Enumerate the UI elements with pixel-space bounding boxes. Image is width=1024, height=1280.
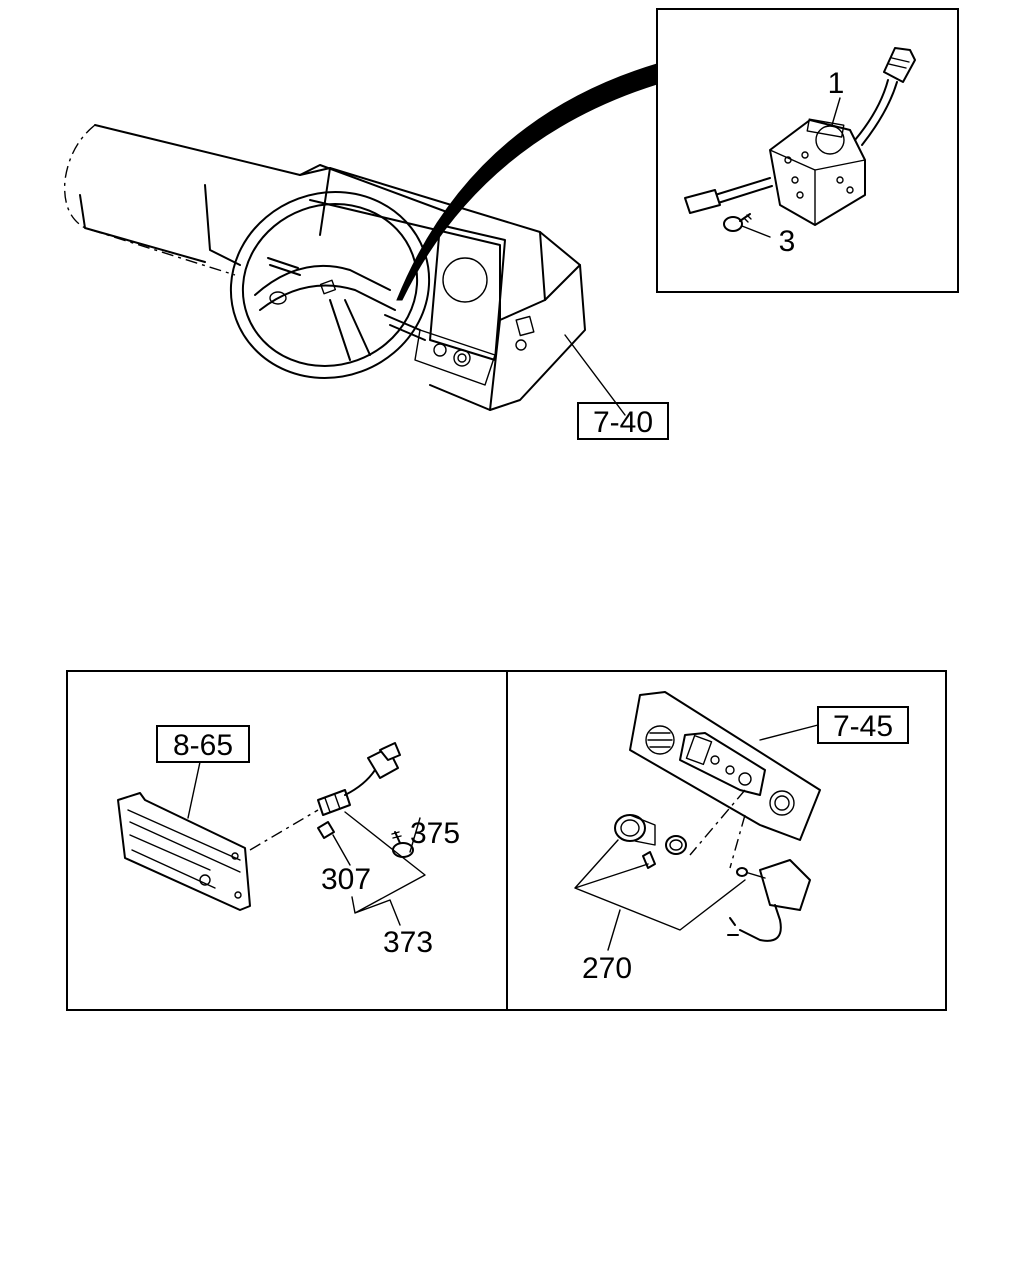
leader-7-45	[759, 724, 819, 741]
dash-switch-panel-illustration	[614, 691, 821, 942]
callout-1: 1	[828, 67, 845, 100]
leader-307	[332, 834, 351, 866]
ref-box-8-65	[156, 725, 250, 763]
detail-connector-band	[396, 63, 658, 301]
combination-switch-illustration	[684, 47, 916, 232]
callout-270: 270	[582, 952, 632, 985]
dashboard-illustration	[63, 124, 586, 411]
callout-375: 375	[410, 817, 460, 850]
leader-7-40	[564, 334, 626, 416]
dash-line-right-2	[729, 814, 746, 869]
leader-1	[831, 97, 841, 126]
callout-373: 373	[383, 926, 433, 959]
dash-line-right-1	[689, 789, 746, 856]
callout-3: 3	[779, 225, 796, 258]
leader-8-65	[187, 761, 201, 819]
sensor-connector-illustration	[317, 742, 414, 858]
leader-3	[741, 225, 771, 238]
leader-375	[409, 817, 421, 853]
dash-line-sensor	[249, 809, 319, 851]
leader-373	[344, 811, 426, 926]
ref-label-7-40: 7-40	[593, 406, 653, 439]
inset-frame	[656, 8, 959, 293]
callout-307: 307	[321, 863, 371, 896]
heater-control-panel-illustration	[117, 792, 251, 911]
ref-label-7-45: 7-45	[833, 710, 893, 743]
leader-270	[574, 839, 746, 951]
ref-box-7-40	[577, 402, 669, 440]
ref-label-8-65: 8-65	[173, 729, 233, 762]
